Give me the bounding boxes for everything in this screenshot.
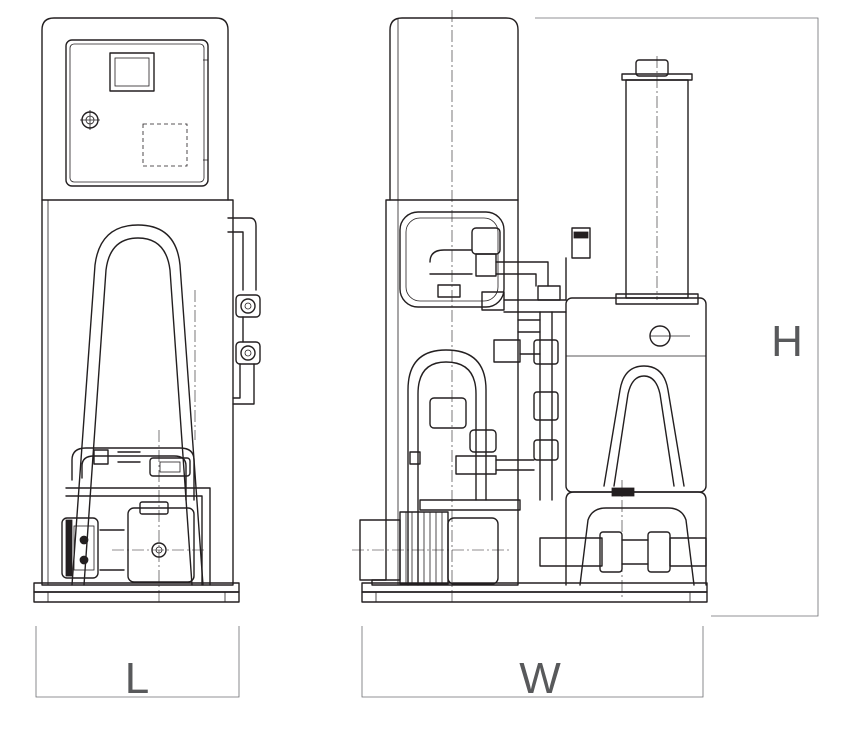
panel-cutout — [142, 123, 188, 167]
side-inner-frame — [399, 211, 505, 308]
selector-switch-icon — [80, 110, 100, 130]
control-panel — [65, 39, 209, 187]
side-cylinder-tank — [615, 56, 699, 305]
width-label: W — [519, 654, 561, 703]
front-pump-assembly — [61, 430, 211, 605]
length-label: L — [125, 654, 149, 703]
front-base-frame — [33, 582, 240, 603]
side-motor — [352, 511, 512, 585]
side-lower-piping — [407, 349, 535, 586]
side-square-tank — [565, 297, 707, 497]
dimension-width — [361, 626, 704, 698]
side-view — [352, 10, 708, 605]
side-pump-stand — [539, 480, 707, 600]
front-view — [33, 17, 261, 605]
display-screen — [109, 52, 155, 92]
front-arch-frame — [71, 224, 204, 586]
height-label: H — [771, 317, 803, 366]
side-upper-piping — [429, 227, 591, 313]
dimension-height — [535, 17, 819, 617]
side-base-frame — [361, 582, 708, 603]
front-side-piping — [227, 217, 261, 405]
front-cabinet-outline — [41, 17, 234, 586]
dimension-length — [35, 626, 240, 698]
